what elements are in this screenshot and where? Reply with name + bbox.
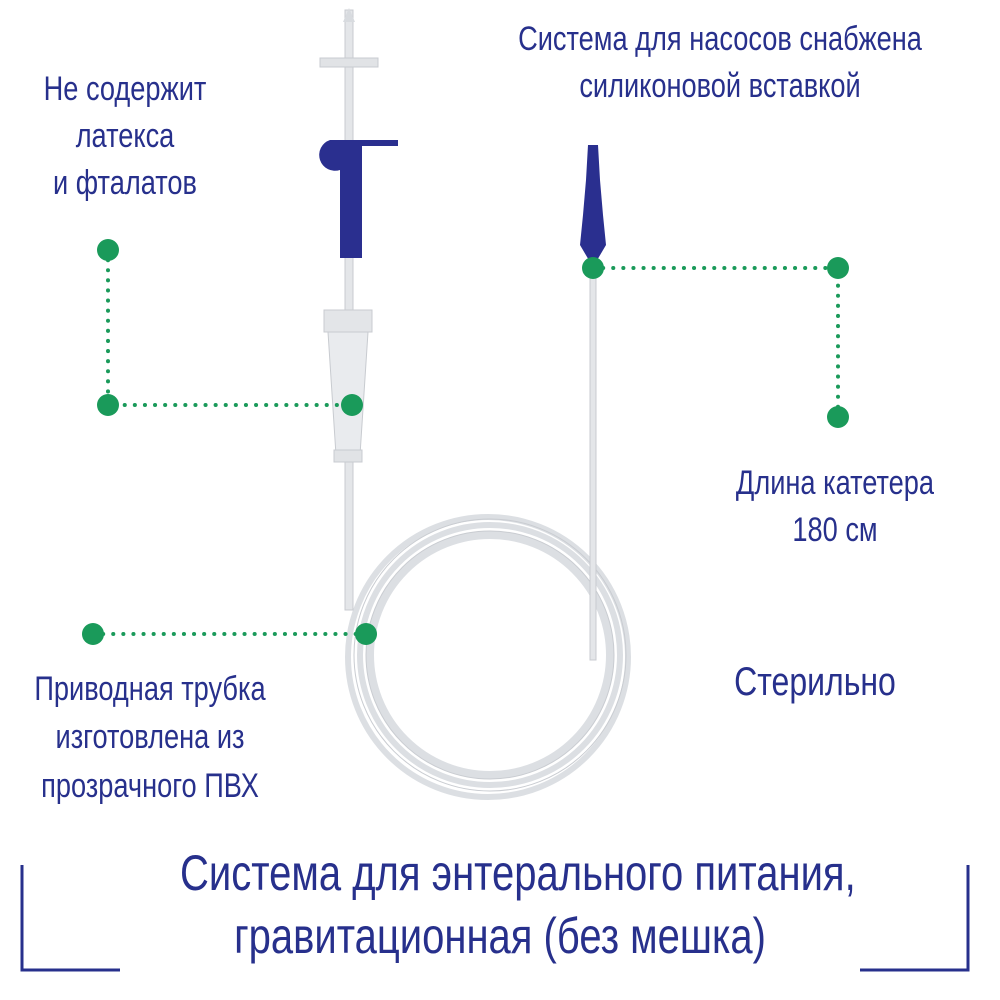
label-tube-material: Приводная трубка изготовлена из прозрачн… bbox=[30, 665, 270, 810]
label-line: латекса bbox=[75, 116, 175, 155]
label-line: изготовлена из bbox=[55, 718, 245, 757]
label-latex-free: Не содержит латекса и фталатов bbox=[25, 66, 225, 207]
label-line: Длина катетера bbox=[735, 464, 935, 502]
page-title: Система для энтерального питания, гравит… bbox=[180, 842, 856, 967]
drip-chamber bbox=[327, 331, 369, 456]
label-sterile: Стерильно bbox=[734, 660, 896, 704]
label-line: прозрачного ПВХ bbox=[41, 766, 259, 805]
callout-lines bbox=[91, 248, 840, 636]
label-line: силиконовой вставкой bbox=[579, 66, 861, 105]
title-brackets bbox=[20, 865, 970, 972]
title-line: гравитационная (без мешка) bbox=[234, 907, 766, 964]
title-line: Система для энтерального питания, bbox=[180, 845, 856, 901]
label-line: Не содержит bbox=[43, 70, 207, 108]
label-line: Приводная трубка bbox=[34, 670, 266, 708]
callout-dots bbox=[82, 239, 849, 645]
label-pump-system: Система для насосов снабжена силиконовой… bbox=[504, 16, 936, 110]
main-line bbox=[319, 8, 398, 611]
pump-line bbox=[580, 145, 606, 661]
roller-clamp bbox=[319, 140, 398, 258]
label-line: Система для насосов снабжена bbox=[518, 20, 922, 58]
coiled-tube bbox=[345, 514, 631, 800]
label-line: 180 см bbox=[792, 510, 878, 549]
connector-tip bbox=[580, 145, 606, 262]
label-catheter-length: Длина катетера 180 см bbox=[711, 460, 959, 554]
label-line: и фталатов bbox=[53, 163, 197, 202]
